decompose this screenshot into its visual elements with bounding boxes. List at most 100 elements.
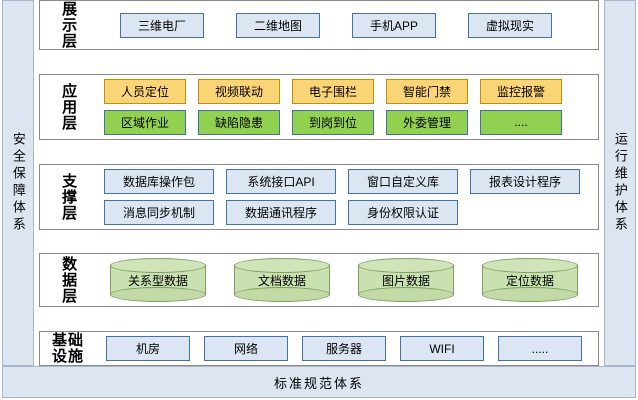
node-support[interactable]: 数据库操作包 (104, 168, 214, 194)
layer-label-text: 支撑层 (60, 172, 78, 221)
data-store-cylinder[interactable]: 文档数据 (234, 258, 330, 303)
node-application[interactable]: 智能门禁 (386, 78, 468, 104)
layer-label-text: 基础设施 (51, 331, 84, 365)
node-label: 系统接口API (247, 174, 315, 189)
node-label: 虚拟现实 (485, 18, 534, 33)
node-label: WIFI (429, 341, 455, 356)
cylinder-bottom-ellipse (234, 287, 330, 303)
bottom-bar-standards-system: 标准规范体系 (2, 366, 636, 398)
node-label: 服务器 (325, 342, 362, 356)
node-application[interactable]: 电子围栏 (292, 78, 374, 104)
node-label: 数据通讯程序 (244, 205, 317, 220)
node-label: 监控报警 (496, 84, 545, 99)
node-label: 缺陷隐患 (214, 115, 263, 130)
layer-row: 消息同步机制 数据通讯程序 身份权限认证 (96, 199, 590, 225)
layer-body-infrastructure: 机房 网络 服务器 WIFI..... (96, 332, 598, 365)
layer-application: 应用层 人员定位 视频联动 电子围栏 智能门禁 监控报警区域作业 缺陷隐患 到岗到位 外委管理.… (39, 73, 599, 140)
node-presentation[interactable]: 二维地图 (236, 12, 320, 38)
cylinder-label: 文档数据 (257, 273, 306, 288)
node-infrastructure[interactable]: WIFI (400, 336, 484, 361)
node-label: 窗口自定义库 (366, 174, 439, 189)
layer-body-data: 关系型数据 文档数据 图片数据 定位数据 (96, 254, 598, 306)
node-label: 消息同步机制 (122, 205, 195, 220)
layer-row: 数据库操作包 系统接口API 窗口自定义库 报表设计程序 (96, 168, 590, 194)
layer-body-application: 人员定位 视频联动 电子围栏 智能门禁 监控报警区域作业 缺陷隐患 到岗到位 外委管理.... (96, 75, 598, 139)
layer-presentation: 展示层 三维电厂 二维地图 手机APP 虚拟现实 (39, 0, 599, 50)
cylinder-top-ellipse (482, 258, 578, 274)
diagram-top-region: 安全保障体系 展示层 三维电厂 二维地图 手机APP 虚拟现实应用层 人员定位 视频联动 电子… (2, 0, 636, 366)
node-label: 电子围栏 (308, 84, 357, 99)
node-label: 外委管理 (402, 115, 451, 130)
right-rail-ops-maintenance-system: 运行维护体系 (604, 0, 636, 366)
cylinder-label: 关系型数据 (127, 273, 188, 288)
data-store-cylinder[interactable]: 定位数据 (482, 258, 578, 303)
left-rail-security-system: 安全保障体系 (2, 0, 34, 366)
cylinder-top-ellipse (110, 258, 206, 274)
node-support[interactable]: 数据通讯程序 (226, 199, 336, 225)
layer-row: 三维电厂 二维地图 手机APP 虚拟现实 (96, 12, 590, 38)
cylinder-label: 图片数据 (381, 273, 430, 288)
layer-stack: 展示层 三维电厂 二维地图 手机APP 虚拟现实应用层 人员定位 视频联动 电子围栏 智能门禁 监… (39, 0, 599, 366)
node-label: 网络 (233, 342, 258, 356)
layer-row: 机房 网络 服务器 WIFI..... (96, 336, 590, 361)
right-rail-label: 运行维护体系 (612, 132, 628, 234)
node-infrastructure[interactable]: 机房 (106, 336, 190, 361)
layer-body-presentation: 三维电厂 二维地图 手机APP 虚拟现实 (96, 1, 598, 49)
node-application[interactable]: 缺陷隐患 (198, 109, 280, 135)
bottom-bar-label: 标准规范体系 (273, 375, 364, 391)
node-label: ..... (531, 341, 549, 356)
node-label: 报表设计程序 (488, 174, 561, 189)
node-application[interactable]: 视频联动 (198, 78, 280, 104)
node-support[interactable]: 系统接口API (226, 168, 336, 194)
node-application[interactable]: 监控报警 (480, 78, 562, 104)
layer-label-text: 展示层 (60, 1, 78, 49)
layer-label-infrastructure: 基础设施 (40, 332, 96, 365)
left-rail-label: 安全保障体系 (10, 132, 26, 234)
node-support[interactable]: 窗口自定义库 (348, 168, 458, 194)
layer-infrastructure: 基础设施机房 网络 服务器 WIFI..... (39, 331, 599, 366)
node-label: 三维电厂 (137, 18, 186, 33)
layer-label-text: 数据层 (60, 256, 78, 305)
node-label: 视频联动 (214, 84, 263, 99)
node-infrastructure[interactable]: 网络 (204, 336, 288, 361)
node-label: 身份权限认证 (366, 205, 439, 220)
cylinder-bottom-ellipse (358, 287, 454, 303)
cylinder-label: 定位数据 (505, 273, 554, 288)
node-presentation[interactable]: 三维电厂 (120, 12, 204, 38)
data-store-cylinder[interactable]: 关系型数据 (110, 258, 206, 303)
layer-row: 人员定位 视频联动 电子围栏 智能门禁 监控报警 (96, 78, 590, 104)
node-label: 数据库操作包 (122, 174, 195, 189)
node-support[interactable]: 消息同步机制 (104, 199, 214, 225)
node-infrastructure[interactable]: ..... (498, 336, 582, 361)
layer-label-text: 应用层 (60, 82, 78, 131)
layer-data: 数据层 关系型数据 文档数据 图片数据 定位数据 (39, 253, 599, 308)
node-application[interactable]: 到岗到位 (292, 109, 374, 135)
data-store-cylinder[interactable]: 图片数据 (358, 258, 454, 303)
layer-body-support: 数据库操作包 系统接口API 窗口自定义库 报表设计程序消息同步机制 数据通讯程序 身份权… (96, 165, 598, 229)
node-application[interactable]: .... (480, 109, 562, 135)
node-label: 区域作业 (120, 115, 169, 130)
node-label: 到岗到位 (308, 115, 357, 130)
layer-support: 支撑层 数据库操作包 系统接口API 窗口自定义库 报表设计程序消息同步机制 数据通讯程序… (39, 163, 599, 230)
cylinder-top-ellipse (358, 258, 454, 274)
node-support[interactable]: 报表设计程序 (470, 168, 580, 194)
node-application[interactable]: 人员定位 (104, 78, 186, 104)
layer-label-data: 数据层 (40, 254, 96, 306)
node-label: 二维地图 (253, 18, 302, 33)
node-label: .... (514, 115, 528, 130)
node-application[interactable]: 外委管理 (386, 109, 468, 135)
cylinder-top-ellipse (234, 258, 330, 274)
layer-row: 关系型数据 文档数据 图片数据 定位数据 (96, 258, 590, 303)
node-support[interactable]: 身份权限认证 (348, 199, 458, 225)
node-application[interactable]: 区域作业 (104, 109, 186, 135)
cylinder-bottom-ellipse (482, 287, 578, 303)
node-presentation[interactable]: 虚拟现实 (468, 12, 552, 38)
layer-row: 区域作业 缺陷隐患 到岗到位 外委管理.... (96, 109, 590, 135)
node-infrastructure[interactable]: 服务器 (302, 336, 386, 361)
layer-label-presentation: 展示层 (40, 1, 96, 49)
layer-label-application: 应用层 (40, 75, 96, 139)
node-label: 手机APP (369, 18, 418, 33)
layer-label-support: 支撑层 (40, 165, 96, 229)
node-presentation[interactable]: 手机APP (352, 12, 436, 38)
